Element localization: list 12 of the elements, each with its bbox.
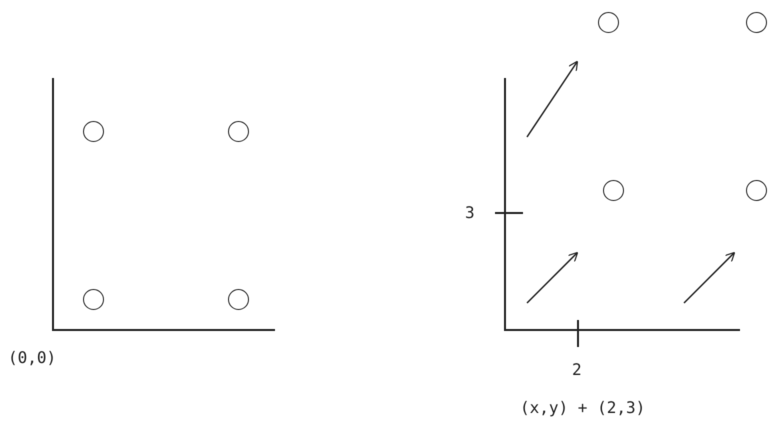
axis-value: 2 <box>572 361 582 379</box>
point-circle <box>82 120 104 142</box>
point-circle <box>746 180 766 200</box>
point-circle <box>82 288 104 310</box>
axis-value: 3 <box>465 204 475 222</box>
point-circle <box>228 120 248 142</box>
point-circle <box>598 12 618 32</box>
point-circle <box>746 12 766 32</box>
point-circle <box>228 288 248 310</box>
origin-label: (0,0) <box>8 349 56 367</box>
translation-formula: (x,y) + (2,3) <box>520 399 646 417</box>
point-circle <box>602 180 624 200</box>
